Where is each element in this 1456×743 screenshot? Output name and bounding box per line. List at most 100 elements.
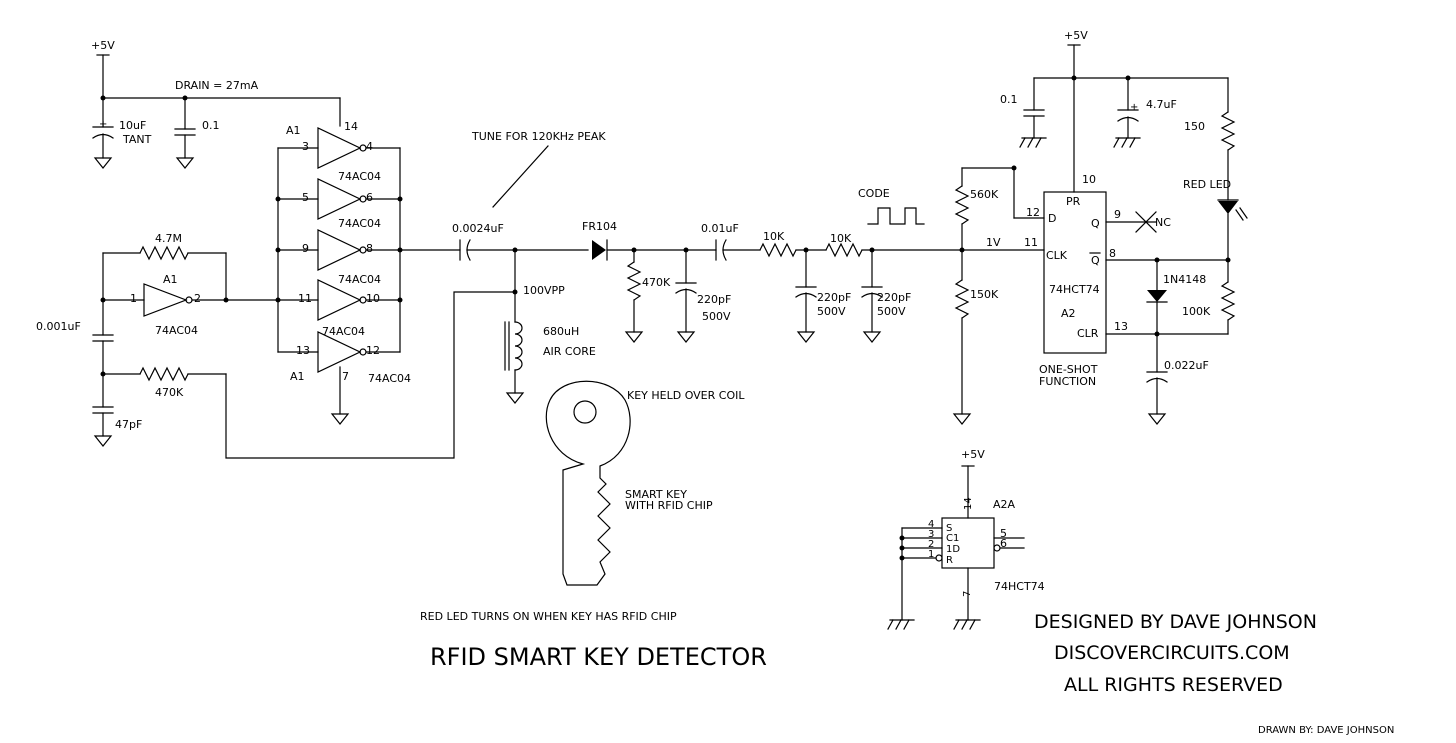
ff-q-label: Q (1091, 217, 1100, 230)
ff-clr-label: CLR (1077, 327, 1099, 340)
a2a-part-label: 74HCT74 (994, 580, 1045, 593)
pin7-label: 7 (342, 370, 349, 383)
nc-label: NC (1155, 216, 1171, 229)
ff-clk-label: CLK (1046, 249, 1068, 262)
a2a-pin4-label: 4 (928, 519, 934, 530)
r-560k-label: 560K (970, 188, 999, 201)
r-100k-label: 100K (1182, 305, 1211, 318)
c-10uf-type-label: TANT (122, 133, 152, 146)
pin10-label: 10 (366, 292, 380, 305)
red-led-label: RED LED (1183, 178, 1231, 191)
osc-pin2-label: 2 (194, 292, 201, 305)
flipflop-a2 (1043, 191, 1107, 354)
c-01-left-label: 0.1 (202, 119, 220, 132)
pin8-label: 8 (366, 242, 373, 255)
ff-d-label: D (1048, 212, 1056, 225)
ff-ref-label: A2 (1061, 307, 1076, 320)
r-10k-1-label: 10K (763, 230, 785, 243)
ff-pin9-label: 9 (1114, 208, 1121, 221)
a2a-section: +5V 14 A2A 4 S 3 C1 2 1D 1 R 5 6 7 74HCT… (887, 448, 1045, 630)
a1-top-label: A1 (286, 124, 301, 137)
a2a-pin14-label: 14 (963, 497, 974, 510)
c-220pf-1-label: 220pF (697, 293, 731, 306)
key-hole (573, 400, 597, 424)
one-shot-section: +5V 0.1 + 4.7uF 150 RED LED (952, 29, 1248, 425)
r-10k-2-label: 10K (830, 232, 852, 245)
v-500-1-label: 500V (702, 310, 731, 323)
pin13-label: 13 (296, 344, 310, 357)
a1-bottom-label: A1 (290, 370, 305, 383)
pin14-label: 14 (344, 120, 358, 133)
c-0022uf-label: 0.022uF (1164, 359, 1209, 372)
r-470k-det-label: 470K (642, 276, 671, 289)
a2a-s-label: S (946, 523, 952, 534)
r-150k-label: 150K (970, 288, 999, 301)
r-470k-osc-label: 470K (155, 386, 184, 399)
ff-pin13-label: 13 (1114, 320, 1128, 333)
a2a-pin7-label: 7 (962, 591, 973, 597)
smart-key-illustration: KEY HELD OVER COIL SMART KEY WITH RFID C… (420, 380, 745, 623)
code-label: CODE (858, 187, 890, 200)
ff-pin12-label: 12 (1026, 206, 1040, 219)
smart-key-label-1: SMART KEY (625, 488, 687, 501)
coil-section: TUNE FOR 120KHz PEAK 0.0024uF 100VPP 680… (399, 130, 606, 404)
c-01-right-label: 0.1 (1000, 93, 1018, 106)
c-220pf-3-label: 220pF (877, 291, 911, 304)
a2a-pin2-label: 2 (928, 539, 934, 550)
code-waveform (867, 207, 925, 225)
vcc-left-label: +5V (91, 39, 115, 52)
osc-part-label: 74AC04 (155, 324, 198, 337)
a2a-pin6-label: 6 (1000, 537, 1007, 550)
c-220pf-2-label: 220pF (817, 291, 851, 304)
a2a-c1-label: C1 (946, 533, 959, 544)
c-001uf-label: 0.01uF (701, 222, 739, 235)
l-680uh-label: 680uH (543, 325, 579, 338)
r-150-label: 150 (1184, 120, 1205, 133)
drawn-by: DRAWN BY: DAVE JOHNSON (1258, 725, 1394, 736)
v-1v-label: 1V (986, 236, 1001, 249)
a2a-pin3-label: 3 (928, 529, 934, 540)
a2a-pin1-label: 1 (928, 549, 934, 560)
oscillator-section: 4.7M A1 1 2 74AC04 0.001uF 470K (36, 232, 516, 459)
pin6-label: 6 (366, 191, 373, 204)
v-500-3-label: 500V (877, 305, 906, 318)
part-g2-label: 74AC04 (338, 217, 381, 230)
ff-qbar-label: Q (1091, 254, 1100, 267)
tune-label: TUNE FOR 120KHz PEAK (471, 130, 606, 143)
a2a-r-label: R (946, 555, 953, 566)
d-1n4148-label: 1N4148 (1163, 273, 1206, 286)
a2a-ref-label: A2A (993, 498, 1016, 511)
a2a-pin5-label: 5 (1000, 527, 1007, 540)
one-shot-label-2: FUNCTION (1039, 375, 1096, 388)
pin3-label: 3 (302, 140, 309, 153)
v-500-2-label: 500V (817, 305, 846, 318)
designed-by: DESIGNED BY DAVE JOHNSON (1034, 611, 1317, 633)
pin11-label: 11 (298, 292, 312, 305)
a2a-1d-label: 1D (946, 544, 960, 555)
ff-pr-label: PR (1066, 195, 1081, 208)
part-g4-label: 74AC04 (322, 325, 365, 338)
air-core-label: AIR CORE (543, 345, 596, 358)
a1-osc-label: A1 (163, 273, 178, 286)
vcc-bottom-label: +5V (961, 448, 985, 461)
pin12-label: 12 (366, 344, 380, 357)
ff-pin10-label: 10 (1082, 173, 1096, 186)
c-47uf-label: 4.7uF (1146, 98, 1177, 111)
schematic-title: RFID SMART KEY DETECTOR (430, 643, 767, 671)
r-47m-label: 4.7M (155, 232, 182, 245)
drain-label: DRAIN = 27mA (175, 79, 259, 92)
buffer-inverters: A1 14 3 4 74AC04 5 6 74AC04 9 8 74AC04 1… (275, 120, 411, 425)
smart-key-label-2: WITH RFID CHIP (625, 499, 713, 512)
left-power-section: +5V DRAIN = 27mA + 10uF TANT 0.1 (91, 39, 341, 169)
pin4-label: 4 (366, 140, 373, 153)
svg-text:+: + (1130, 102, 1138, 113)
c-10uf-label: 10uF (119, 119, 146, 132)
detector-section: FR104 470K 220pF 500V 0.01uF 10K (582, 187, 1045, 343)
rights: ALL RIGHTS RESERVED (1064, 674, 1283, 696)
d-fr104-label: FR104 (582, 220, 617, 233)
part-g5-label: 74AC04 (368, 372, 411, 385)
c-00024uf-label: 0.0024uF (452, 222, 504, 235)
vcc-right-label: +5V (1064, 29, 1088, 42)
key-outline (545, 380, 631, 586)
